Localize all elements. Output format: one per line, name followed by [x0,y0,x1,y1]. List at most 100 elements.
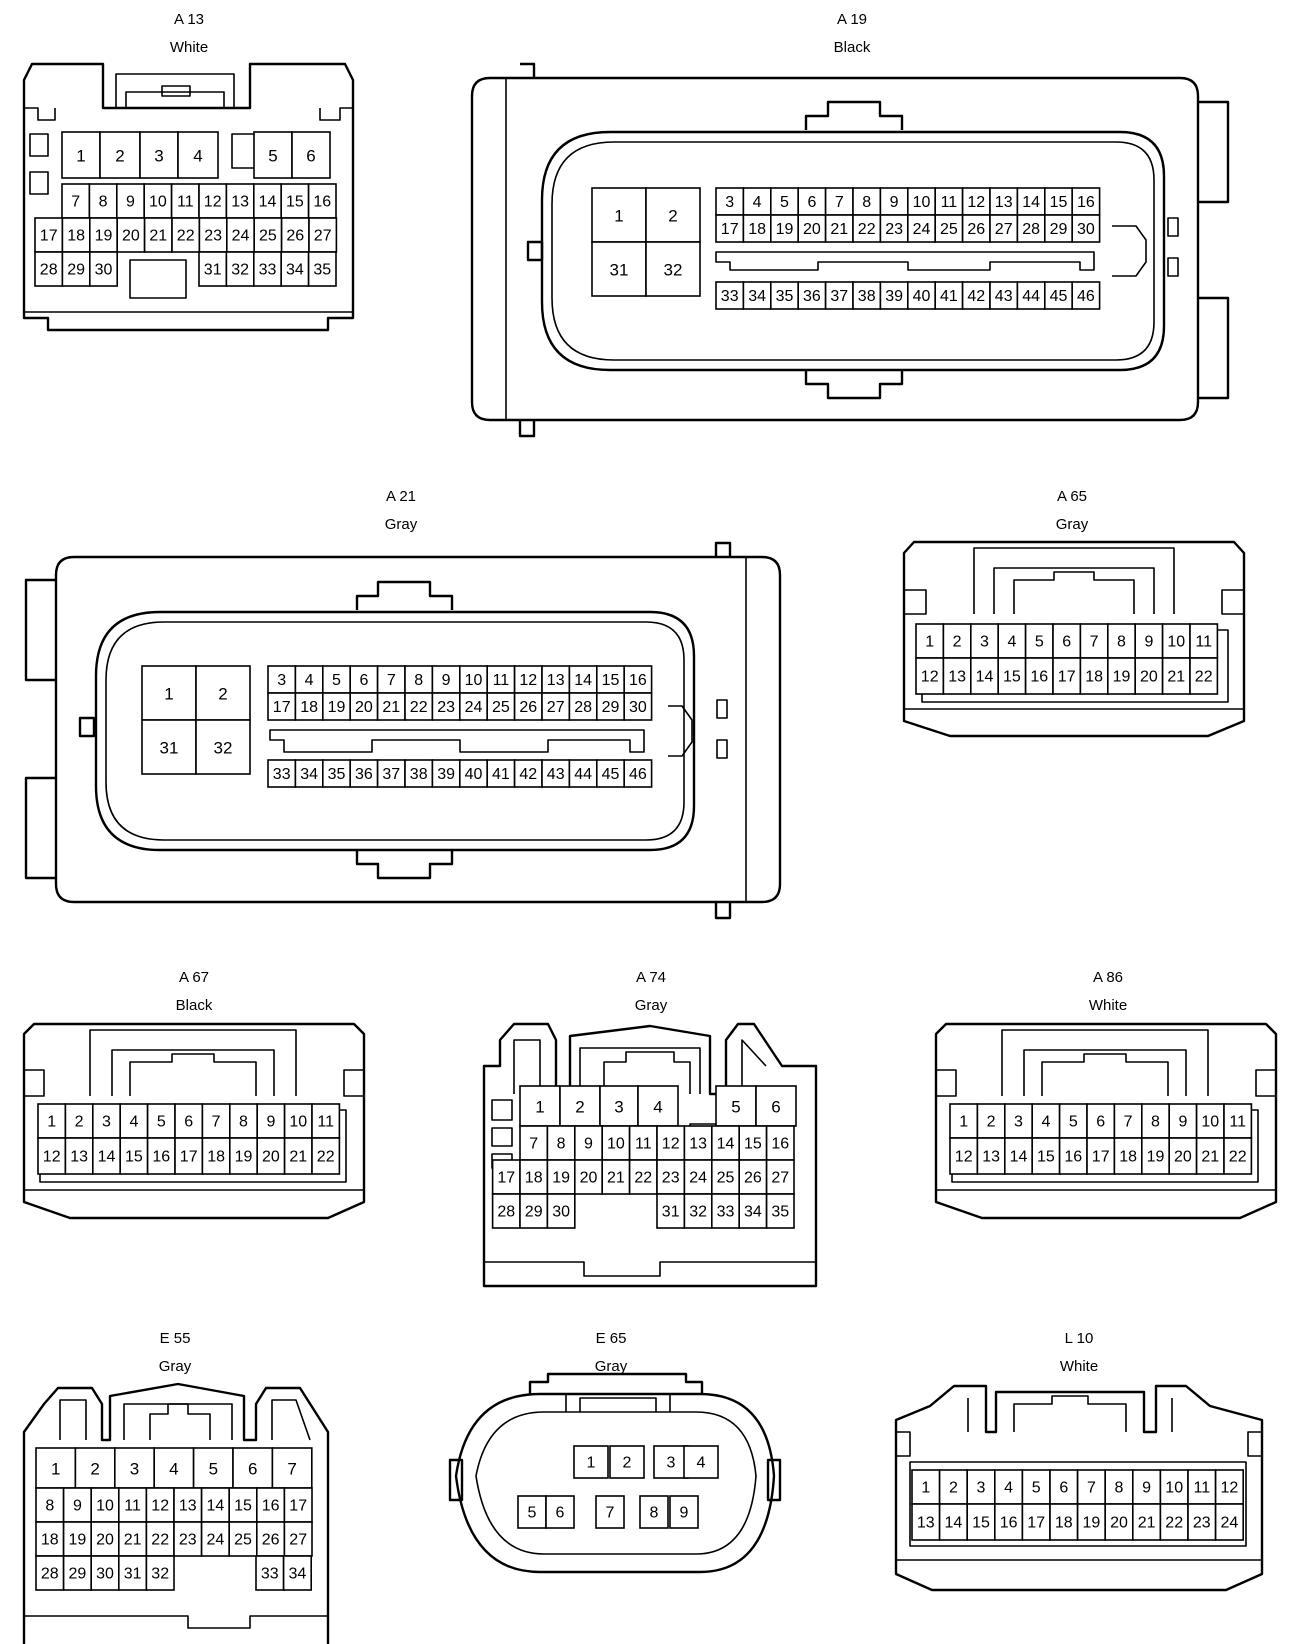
pin-cell [267,692,297,721]
pin-number: 2 [987,1114,996,1131]
pin-number: 33 [273,766,291,783]
pin-cell [1189,623,1219,659]
pin-number: 12 [43,1149,61,1166]
pin-number: 28 [40,262,58,279]
pin-number: 17 [721,221,739,238]
pin-number: 27 [995,221,1013,238]
pin-cell [491,1193,521,1229]
pin-cell [229,1137,259,1175]
pin-number: 25 [717,1170,735,1187]
pin-cell [1161,657,1191,695]
pin-cell [915,657,945,695]
pin-number: 17 [1027,1515,1045,1532]
pin-number: 23 [204,228,222,245]
pin-number: 8 [650,1505,659,1522]
pin-cell [1016,214,1046,243]
pin-cell [283,1487,313,1523]
pin-cell [710,1125,740,1161]
pin-cell [997,623,1027,659]
pin-cell [195,665,251,721]
pin-cell [146,1137,176,1175]
pin-number: 16 [152,1149,170,1166]
pin-number: 6 [306,147,315,166]
pin-number: 19 [235,1149,253,1166]
pin-number: 30 [629,699,647,716]
pin-cell [267,759,297,788]
pin-cell [645,241,701,297]
pin-number: 18 [525,1170,543,1187]
pin-number: 33 [261,1566,279,1583]
pin-number: 3 [130,1460,139,1479]
pin-number: 22 [151,1532,169,1549]
pin-cell [595,1495,625,1529]
pin-number: 40 [913,288,931,305]
pin-number: 20 [122,228,140,245]
pin-number: 22 [1165,1515,1183,1532]
pin-number: 18 [748,221,766,238]
pin-number: 35 [776,288,794,305]
pin-number: 21 [289,1149,307,1166]
pin-number: 24 [232,228,250,245]
pin-cell [1086,1137,1116,1175]
pin-cell [623,692,653,721]
pin-number: 2 [668,207,677,226]
pin-number: 11 [317,1114,334,1131]
pin-number: 38 [858,288,876,305]
pin-cell [1104,1469,1134,1505]
pin-number: 6 [556,1505,565,1522]
pin-number: 15 [125,1149,143,1166]
pin-cell [90,1521,120,1557]
pin-number: 35 [771,1204,789,1221]
pin-number: 23 [437,699,455,716]
pin-cell [1159,1469,1189,1505]
pin-number: 18 [1085,669,1103,686]
pin-number: 9 [73,1498,82,1515]
pin-number: 4 [1041,1114,1050,1131]
pin-number: 40 [465,766,483,783]
pin-cell [294,665,324,694]
pin-number: 3 [977,1480,986,1497]
pin-number: 24 [1221,1515,1239,1532]
pin-cell [989,281,1019,310]
pin-cell [1134,623,1164,659]
pin-cell [307,251,337,287]
pin-number: 20 [1110,1515,1128,1532]
pin-number: 14 [574,672,592,689]
pin-cell [37,1137,67,1175]
pin-cell [623,759,653,788]
pin-number: 20 [96,1532,114,1549]
pin-cell [969,623,999,659]
pin-number: 1 [535,1098,544,1117]
pin-cell [568,692,598,721]
pin-number: 37 [830,288,848,305]
pin-cell [1195,1137,1225,1175]
pin-cell [1079,623,1109,659]
pin-cell [376,692,406,721]
pin-number: 13 [547,672,565,689]
pin-number: 11 [1193,1480,1210,1497]
pin-cell [34,217,64,253]
pin-number: 17 [1092,1149,1110,1166]
pin-number: 3 [667,1455,676,1472]
pin-cell [1168,1103,1198,1139]
pin-number: 12 [151,1498,169,1515]
pin-number: 28 [41,1566,59,1583]
pin-number: 21 [830,221,848,238]
pin-number: 21 [1167,669,1185,686]
pin-cell [1071,187,1101,216]
pin-number: 11 [1195,634,1212,651]
pin-number: 6 [807,194,816,211]
pin-cell [637,1085,679,1127]
pin-cell [1141,1137,1171,1175]
connector-a65-color: Gray [1056,516,1089,533]
pin-cell [738,1193,768,1229]
pin-cell [1016,187,1046,216]
pin-number: 20 [262,1149,280,1166]
pin-number: 21 [1138,1515,1156,1532]
pin-number: 2 [218,685,227,704]
pin-number: 36 [803,288,821,305]
pin-number: 17 [273,699,291,716]
pin-number: 20 [355,699,373,716]
